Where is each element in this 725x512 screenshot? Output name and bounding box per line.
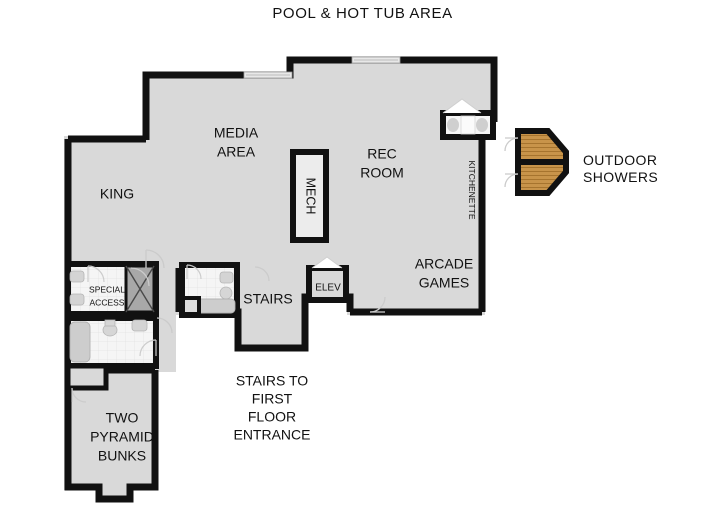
- room-label-rec-room-line2: ROOM: [360, 165, 404, 181]
- annotation-stairs-note-line4: ENTRANCE: [233, 427, 310, 443]
- outdoor-showers-line2: SHOWERS: [583, 169, 659, 185]
- room-label-stairs: STAIRS: [243, 291, 293, 307]
- stairs-bathroom: [179, 262, 240, 318]
- room-label-mech: MECH: [304, 178, 318, 215]
- annotation-stairs-note-line1: STAIRS TO: [236, 373, 308, 389]
- room-label-special-access-line2: ACCESS: [90, 297, 125, 307]
- room-label-media-area-line2: AREA: [217, 144, 256, 160]
- room-label-two-pyramid-bunks: TWO: [106, 410, 139, 426]
- room-label-two-pyramid-bunks-line2: PYRAMID: [90, 429, 154, 445]
- room-label-two-pyramid-bunks-line3: BUNKS: [98, 448, 146, 464]
- room-label-arcade-games: ARCADE: [415, 256, 473, 272]
- room-label-kitchenette: KITCHENETTE: [467, 160, 477, 219]
- elev-room: [306, 256, 349, 303]
- page-title: POOL & HOT TUB AREA: [272, 5, 453, 22]
- annotation-stairs-note-line2: FIRST: [252, 391, 293, 407]
- lower-left-bathroom: [65, 315, 159, 369]
- room-label-group: MEDIA AREA KING REC ROOM MECH KITCHENETT…: [89, 125, 477, 464]
- annotation-outdoor-showers: OUTDOOR SHOWERS: [583, 152, 658, 186]
- room-label-elev: ELEV: [315, 283, 341, 294]
- room-label-rec-room: REC: [367, 146, 397, 162]
- door-swing-group: [130, 249, 386, 334]
- outdoor-showers-structure: [504, 128, 569, 196]
- annotation-stairs-note-line3: FLOOR: [248, 409, 296, 425]
- room-label-king: KING: [100, 186, 134, 202]
- mech-room: [290, 149, 329, 243]
- special-access-bathroom: [65, 261, 159, 317]
- outdoor-showers-line1: OUTDOOR: [583, 152, 658, 168]
- room-label-special-access: SPECIAL: [89, 284, 125, 294]
- room-label-arcade-games-line2: GAMES: [419, 275, 470, 291]
- window-group: [243, 56, 401, 79]
- bunk-closet: [65, 363, 109, 403]
- kitchenette-area: [440, 98, 496, 140]
- room-label-media-area: MEDIA: [214, 125, 259, 141]
- annotation-group: STAIRS TO FIRST FLOOR ENTRANCE: [233, 373, 310, 443]
